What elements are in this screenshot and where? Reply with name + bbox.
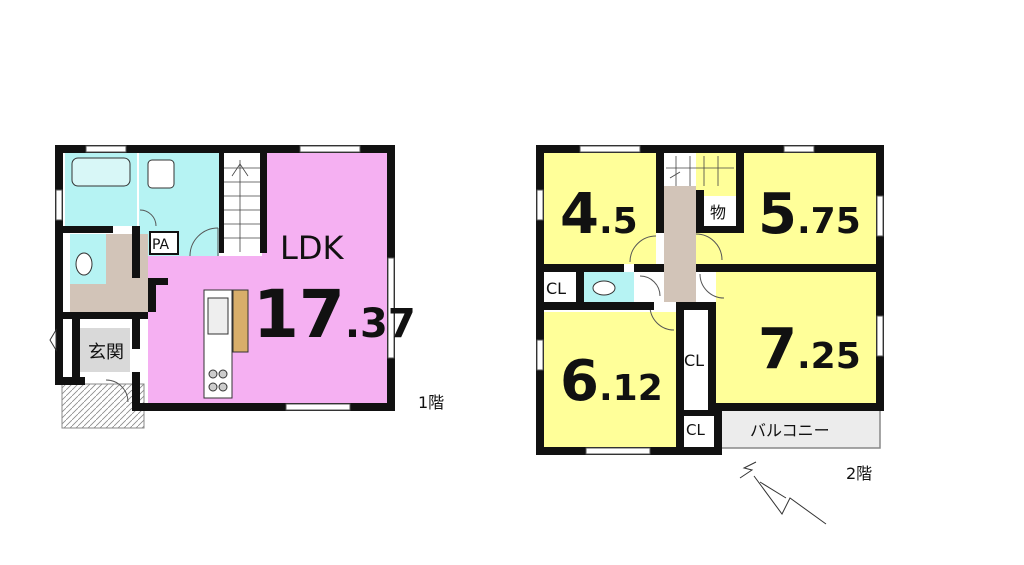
- room-6-12-dec: .12: [599, 368, 663, 409]
- floor-2-plan: 4.5 5.75 6.12 7.25 物 CL CL CL バルコニー 2階: [536, 145, 884, 525]
- windows-1f: [55, 145, 395, 411]
- floor-2-label: 2階: [846, 464, 872, 483]
- closet-left-box: [544, 272, 576, 302]
- stair-area: [222, 152, 262, 256]
- washbasin: [147, 159, 175, 189]
- toilet: [75, 252, 93, 276]
- pantry-box: [149, 231, 179, 255]
- room-4-5-dec: .5: [599, 201, 638, 242]
- hall-2f: [664, 186, 696, 302]
- storage-box: [704, 196, 736, 226]
- room-7-25-dec: .25: [797, 336, 861, 377]
- toilet-2f-fixture: [592, 280, 616, 296]
- room-4-5-size: 4.5: [560, 182, 638, 247]
- ldk-room: [261, 152, 388, 407]
- entrance-label: 玄関: [88, 342, 124, 363]
- room-6-12: [544, 312, 676, 448]
- door-swings-1f: [105, 209, 219, 403]
- bathtub: [71, 157, 131, 187]
- porch: [61, 383, 145, 429]
- room-4-5: [544, 152, 656, 264]
- stove-icon: [208, 369, 228, 392]
- ldk-size-dec: .37: [345, 301, 416, 347]
- storage-label: 物: [710, 203, 726, 222]
- stairs-2f: [666, 156, 734, 186]
- floor-1-plan: LDK 17.37 玄関 PA 1階: [49, 145, 444, 429]
- ldk-size-int: 17: [253, 276, 345, 353]
- room-7-25: [716, 272, 876, 406]
- closet-center-label: CL: [684, 351, 704, 370]
- balcony-area: [719, 409, 881, 449]
- room-5-75-dec: .75: [797, 201, 861, 242]
- entrance-door-icon: [49, 328, 57, 352]
- pantry-label: PA: [152, 237, 170, 253]
- room-7-25-int: 7: [758, 317, 797, 382]
- kitchen-island: [232, 289, 249, 353]
- closet-center-box: [684, 310, 708, 410]
- closet-left-label: CL: [546, 279, 566, 298]
- room-4-5-int: 4: [560, 182, 599, 247]
- room-6-12-int: 6: [560, 349, 599, 414]
- hall-area-lower: [70, 284, 148, 314]
- north-arrow-icon: [739, 461, 827, 525]
- closet-bottom-label: CL: [686, 421, 705, 439]
- floor-1-label: 1階: [418, 393, 444, 412]
- room-6-12-size: 6.12: [560, 349, 663, 414]
- room-5-75-int: 5: [758, 182, 797, 247]
- stairs-1f: [224, 160, 260, 252]
- room-7-25-size: 7.25: [758, 317, 861, 382]
- room-5-75-size: 5.75: [758, 182, 861, 247]
- entrance-room: [80, 328, 130, 372]
- kitchen-sink: [207, 297, 229, 335]
- ldk-size: 17.37: [253, 276, 416, 353]
- windows-2f: [536, 145, 884, 455]
- ldk-label: LDK: [280, 229, 344, 267]
- balcony-label: バルコニー: [750, 421, 830, 440]
